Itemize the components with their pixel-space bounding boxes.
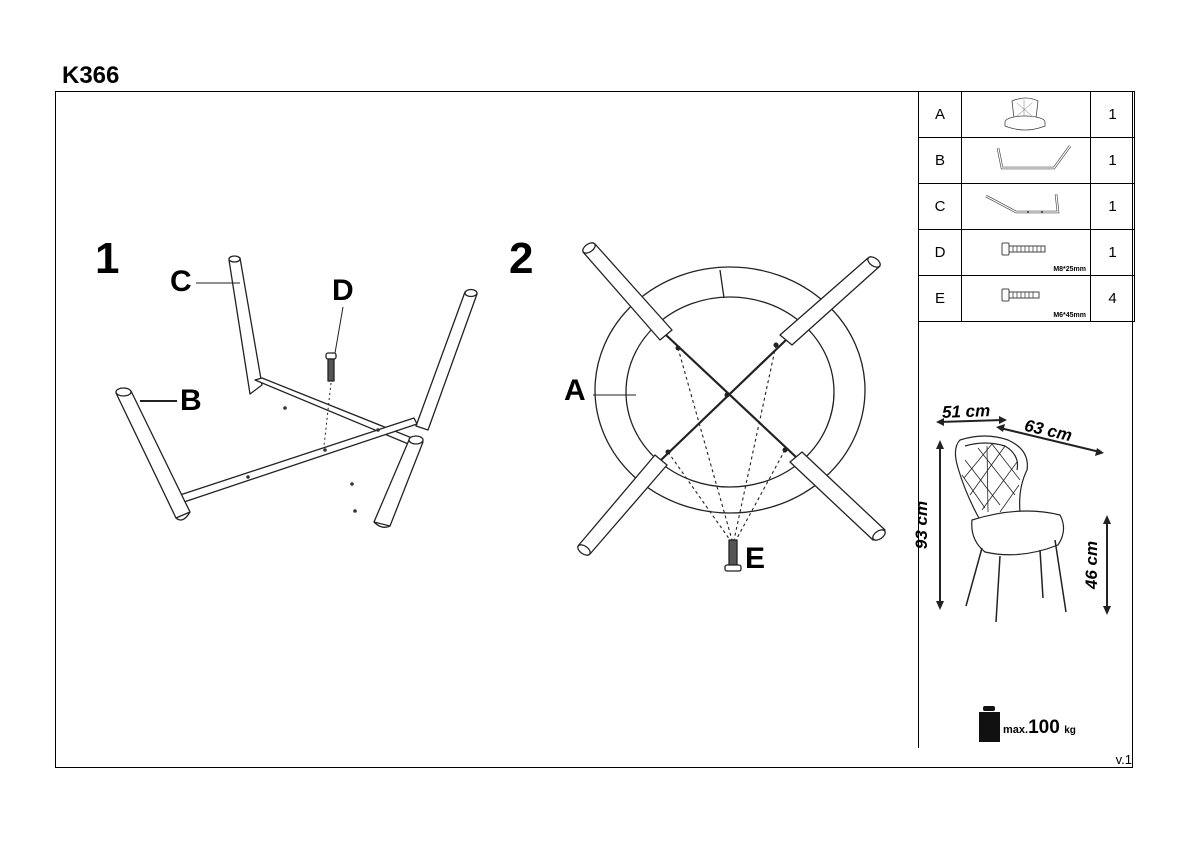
leg-frame-b-icon bbox=[996, 145, 1072, 170]
width-dimension-label: 51 cm bbox=[941, 401, 991, 422]
weight-icon bbox=[979, 706, 1000, 742]
parts-table: A 1 B 1 C 1 bbox=[918, 91, 1135, 322]
max-load-prefix: max. bbox=[1003, 724, 1029, 736]
max-load-label: max.100 kg bbox=[1003, 717, 1076, 739]
part-illustration: M8*25mm bbox=[961, 229, 1091, 276]
callout-label: A bbox=[564, 374, 586, 407]
bolt-spec: M6*45mm bbox=[1053, 312, 1086, 319]
seat-height-dimension-label: 46 cm bbox=[1082, 540, 1102, 590]
step-number: 1 bbox=[95, 234, 120, 283]
part-quantity: 1 bbox=[1090, 91, 1135, 138]
part-quantity: 1 bbox=[1090, 137, 1135, 184]
callout-label: B bbox=[180, 384, 202, 417]
part-illustration bbox=[961, 137, 1091, 184]
part-quantity: 4 bbox=[1090, 275, 1135, 322]
leg-frame-c-icon bbox=[985, 193, 1060, 214]
bolt-icon bbox=[1001, 242, 1046, 256]
parts-row-a: A 1 bbox=[918, 91, 1135, 138]
parts-row-b: B 1 bbox=[918, 137, 1135, 184]
parts-row-e: E M6*45mm 4 bbox=[918, 275, 1135, 322]
diagram-frame bbox=[55, 91, 1133, 768]
callout-label: D bbox=[332, 274, 354, 307]
bolt-icon bbox=[1001, 288, 1040, 302]
step-number: 2 bbox=[509, 234, 534, 283]
parts-row-d: D M8*25mm 1 bbox=[918, 229, 1135, 276]
max-load-value: 100 bbox=[1028, 717, 1060, 738]
version-label: v.1 bbox=[1115, 752, 1132, 767]
callout-label: E bbox=[745, 542, 766, 575]
bolt-spec: M8*25mm bbox=[1053, 266, 1086, 273]
chair-dimension-illustration bbox=[936, 416, 1111, 623]
panel-divider bbox=[918, 91, 919, 748]
seat-icon bbox=[1004, 97, 1046, 131]
parts-row-c: C 1 bbox=[918, 183, 1135, 230]
part-illustration: M6*45mm bbox=[961, 275, 1091, 322]
part-illustration bbox=[961, 183, 1091, 230]
part-quantity: 1 bbox=[1090, 229, 1135, 276]
step-2-illustration bbox=[577, 242, 886, 572]
step-1-illustration bbox=[115, 255, 478, 528]
callout-label: C bbox=[170, 265, 192, 298]
part-label: E bbox=[918, 275, 962, 322]
max-load-unit: kg bbox=[1064, 725, 1076, 736]
product-code: K366 bbox=[62, 62, 120, 89]
height-dimension-label: 93 cm bbox=[912, 500, 932, 550]
